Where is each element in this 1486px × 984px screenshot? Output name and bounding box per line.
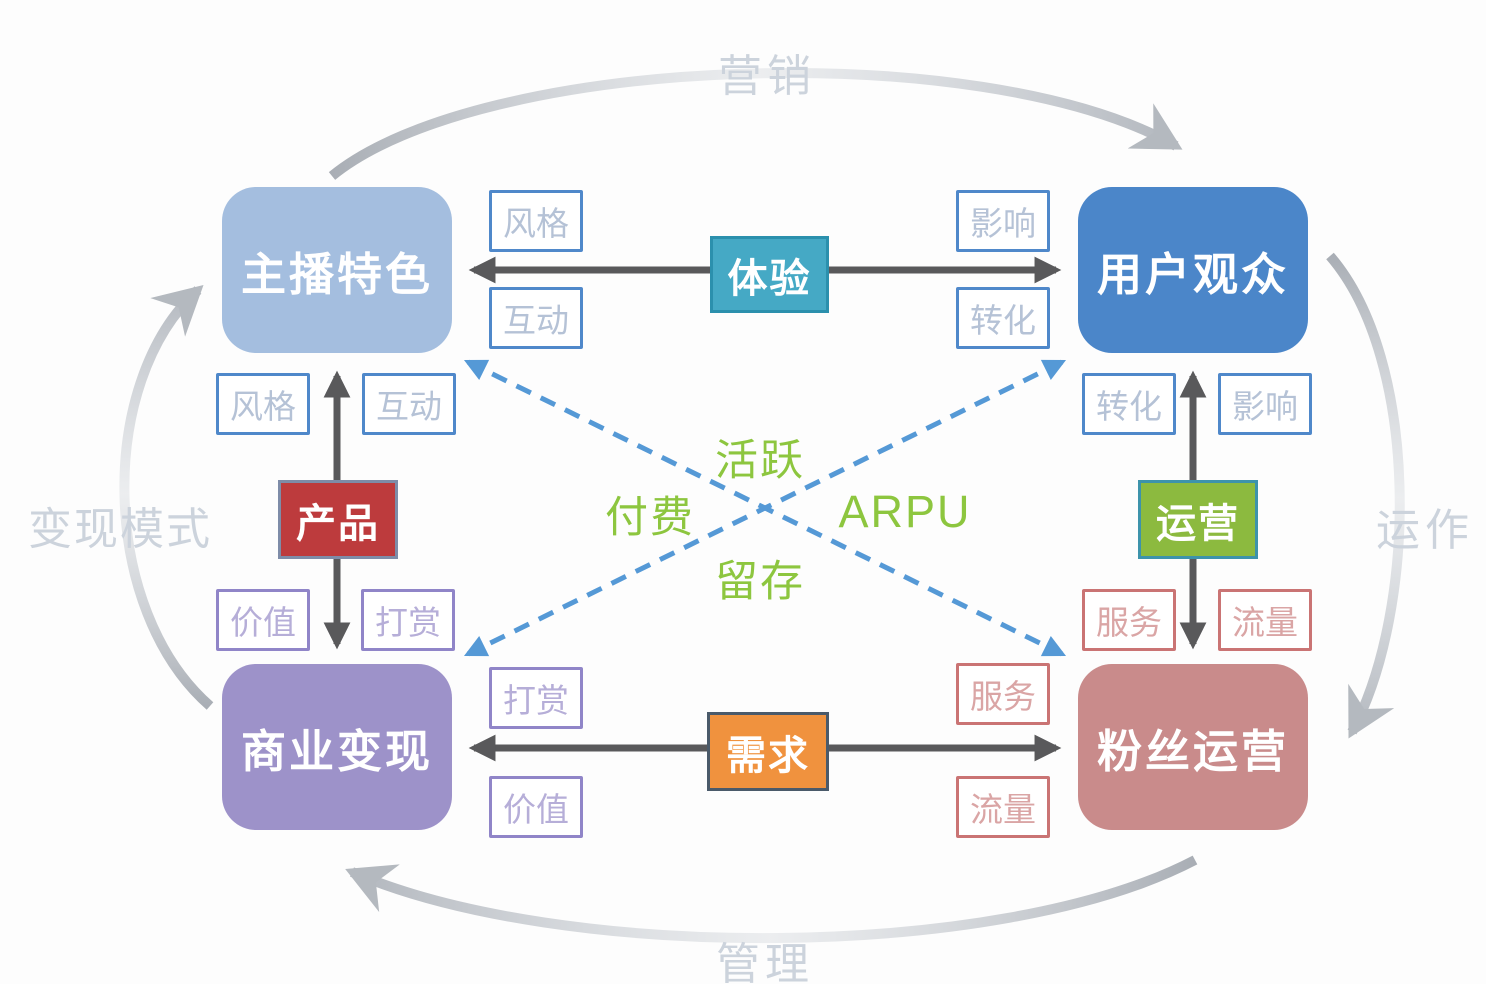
tag-conversion-audience-bottom: 转化 bbox=[1082, 373, 1176, 435]
tag-label: 流量 bbox=[1232, 604, 1298, 641]
tag-influence-audience-left: 影响 bbox=[956, 190, 1050, 252]
tag-interaction-anchor-right: 互动 bbox=[489, 287, 583, 349]
tag-traffic-fans-left: 流量 bbox=[956, 776, 1050, 838]
cycle-arc-management bbox=[345, 855, 1198, 943]
connector-demand-label: 需求 bbox=[726, 733, 810, 778]
node-fans-label: 粉丝运营 bbox=[1096, 725, 1289, 777]
arrow-audience-monetization-diagonal bbox=[463, 359, 1067, 657]
metric-active: 活跃 bbox=[715, 437, 805, 485]
outer-label-management: 管理 bbox=[716, 940, 814, 984]
tag-style-anchor-right: 风格 bbox=[489, 190, 583, 252]
connector-product-label: 产品 bbox=[296, 501, 380, 546]
tag-interaction-anchor-bottom: 互动 bbox=[362, 373, 456, 435]
node-fan-operations: 粉丝运营 bbox=[1078, 664, 1308, 830]
tag-label: 打赏 bbox=[375, 604, 441, 641]
tag-label: 打赏 bbox=[503, 682, 569, 719]
tag-conversion-audience-left: 转化 bbox=[956, 287, 1050, 349]
connector-demand: 需求 bbox=[707, 712, 829, 791]
outer-label-operation: 运作 bbox=[1376, 506, 1474, 555]
tag-label: 互动 bbox=[376, 388, 442, 425]
node-anchor-label: 主播特色 bbox=[240, 248, 433, 300]
cycle-arc-operation bbox=[1326, 252, 1405, 739]
connector-operations: 运营 bbox=[1138, 480, 1258, 559]
tag-value-monetization-right: 价值 bbox=[489, 776, 583, 838]
node-commercial-monetization: 商业变现 bbox=[222, 664, 452, 830]
tag-influence-audience-bottom: 影响 bbox=[1218, 373, 1312, 435]
tag-label: 转化 bbox=[1096, 388, 1162, 425]
connector-experience: 体验 bbox=[710, 236, 829, 313]
tag-label: 风格 bbox=[230, 388, 296, 425]
cycle-arc-monetization-model bbox=[119, 285, 214, 710]
connector-experience-label: 体验 bbox=[727, 256, 812, 301]
tag-reward-monetization-top: 打赏 bbox=[361, 589, 455, 651]
tag-label: 影响 bbox=[970, 205, 1036, 242]
node-audience-label: 用户观众 bbox=[1096, 248, 1289, 300]
tag-label: 服务 bbox=[970, 678, 1036, 715]
connector-product: 产品 bbox=[278, 480, 398, 559]
tag-label: 流量 bbox=[970, 791, 1036, 828]
tag-style-anchor-bottom: 风格 bbox=[216, 373, 310, 435]
node-user-audience: 用户观众 bbox=[1078, 187, 1308, 353]
tag-label: 转化 bbox=[970, 302, 1036, 339]
tag-label: 价值 bbox=[230, 604, 296, 641]
tag-service-fans-top: 服务 bbox=[1082, 589, 1176, 651]
metric-arpu: ARPU bbox=[838, 486, 972, 537]
node-monetization-label: 商业变现 bbox=[240, 725, 433, 777]
connector-operations-label: 运营 bbox=[1156, 501, 1240, 546]
node-anchor-features: 主播特色 bbox=[222, 187, 452, 353]
outer-label-marketing: 营销 bbox=[718, 52, 816, 101]
metric-retention: 留存 bbox=[715, 558, 805, 606]
tag-label: 互动 bbox=[503, 302, 569, 339]
tag-label: 影响 bbox=[1232, 388, 1298, 425]
tag-service-fans-left: 服务 bbox=[956, 663, 1050, 725]
tag-label: 价值 bbox=[503, 791, 569, 828]
tag-label: 风格 bbox=[503, 205, 569, 242]
cycle-arc-marketing bbox=[328, 68, 1183, 180]
tag-reward-monetization-right: 打赏 bbox=[489, 667, 583, 729]
tag-traffic-fans-top: 流量 bbox=[1218, 589, 1312, 651]
outer-label-monetization-model: 变现模式 bbox=[28, 505, 212, 554]
tag-label: 服务 bbox=[1096, 604, 1162, 641]
tag-value-monetization-top: 价值 bbox=[216, 589, 310, 651]
metric-pay: 付费 bbox=[605, 494, 695, 542]
